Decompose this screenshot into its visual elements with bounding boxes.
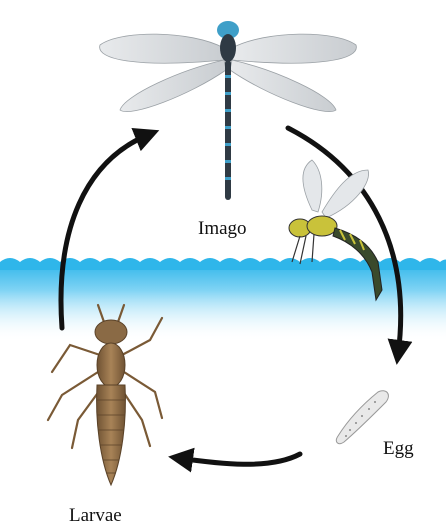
label-imago: Imago [198, 218, 247, 240]
egg-icon [336, 391, 388, 444]
label-larvae: Larvae [69, 505, 122, 527]
label-egg: Egg [383, 438, 414, 460]
arrow-egg-to-larvae [178, 454, 300, 464]
